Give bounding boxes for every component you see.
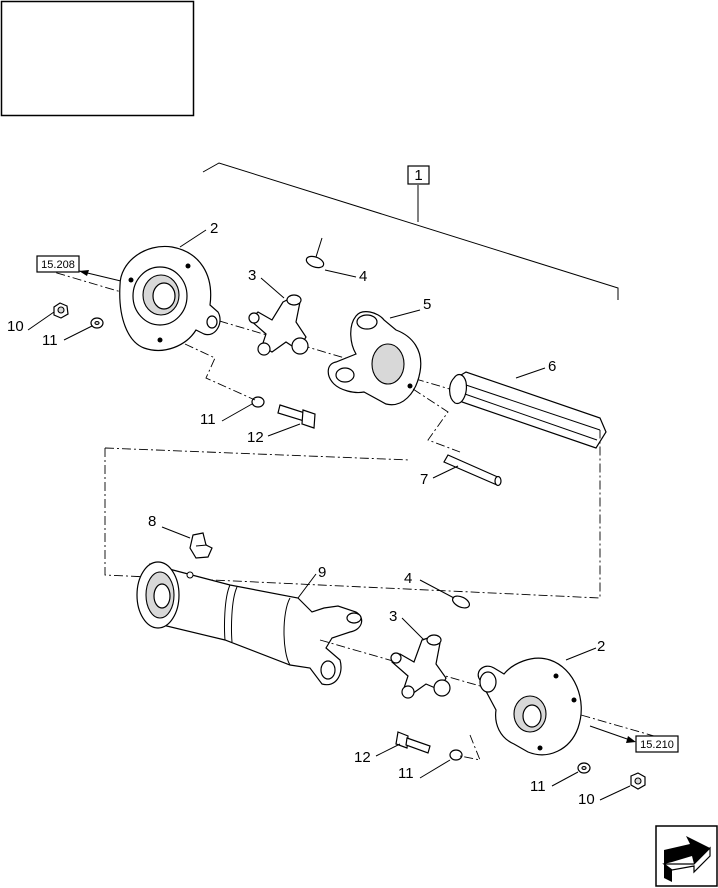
ref-box-15208[interactable]: 15.208: [36, 255, 126, 283]
washer-bottom-left: [449, 749, 463, 761]
callout-11-bottom-left: 11: [398, 765, 414, 782]
snap-ring-bottom: [451, 595, 471, 609]
bolt-bottom: [395, 731, 431, 754]
roll-pin: [443, 454, 502, 487]
snap-ring-top: [305, 237, 325, 269]
spider-top: [248, 294, 309, 356]
callout-12-bottom: 12: [354, 749, 371, 766]
washer-top-mid: [251, 396, 265, 408]
tube-yoke: [136, 561, 363, 686]
callout-5: 5: [423, 296, 431, 313]
callout-10-top: 10: [7, 318, 24, 335]
centerline-bottom: [319, 639, 669, 741]
callout-9: 9: [318, 564, 326, 581]
centerline-top: [39, 267, 471, 396]
callout-3-bottom: 3: [389, 608, 397, 625]
callout-8: 8: [148, 513, 156, 530]
hub-bottom: [477, 657, 582, 756]
callout-6: 6: [548, 358, 556, 375]
callout-11-top-mid: 11: [200, 411, 216, 428]
callout-2-top: 2: [210, 220, 218, 237]
next-page-icon[interactable]: [655, 825, 718, 887]
ref-box-15210[interactable]: 15.210: [589, 725, 679, 753]
callout-7: 7: [420, 471, 428, 488]
svg-text:15.208: 15.208: [41, 259, 75, 271]
assembly-bracket: 1: [202, 162, 619, 300]
splined-shaft: [449, 371, 607, 449]
yoke-top: [327, 311, 422, 406]
callout-4-bottom: 4: [404, 570, 412, 587]
callout-3-top: 3: [248, 267, 256, 284]
callout-12-top: 12: [247, 429, 264, 446]
connector-line: [184, 343, 256, 401]
callout-2-bottom: 2: [597, 638, 605, 655]
svg-text:15.210: 15.210: [640, 739, 674, 751]
title-frame: [0, 0, 195, 117]
nut-bottom: [630, 772, 646, 790]
grease-fitting: [189, 532, 213, 559]
callout-4-top: 4: [359, 268, 367, 285]
callout-1: 1: [414, 167, 422, 184]
hub-top: [119, 245, 221, 351]
spider-bottom: [390, 634, 451, 699]
callout-11-top-left: 11: [42, 332, 58, 349]
callout-10-bottom: 10: [578, 791, 595, 808]
callout-11-bottom-right: 11: [530, 778, 546, 795]
bolt-top: [277, 404, 316, 429]
nut-top: [53, 302, 69, 319]
